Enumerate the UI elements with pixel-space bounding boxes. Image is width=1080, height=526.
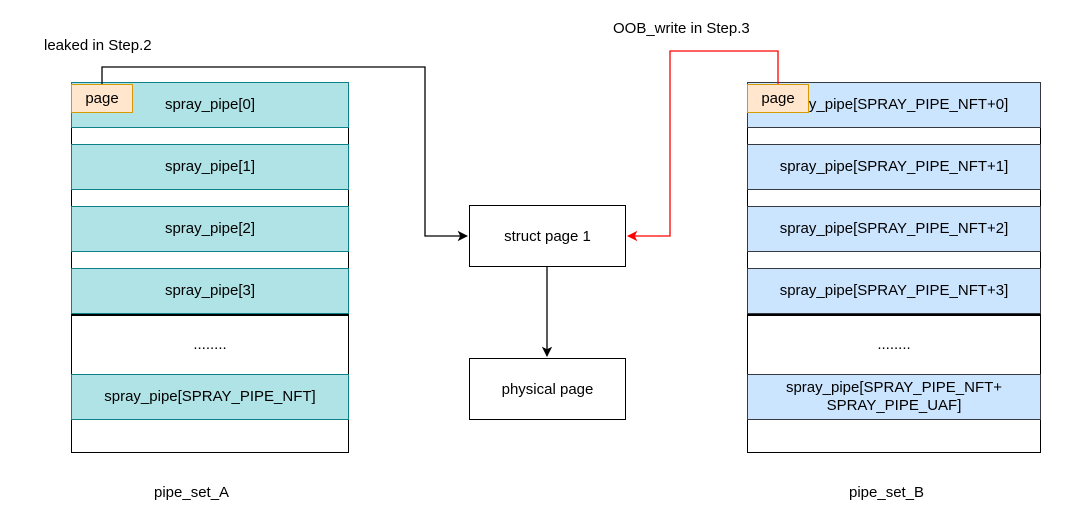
leaked-label: leaked in Step.2 bbox=[44, 37, 152, 54]
pipe-set-a-cell: spray_pipe[1] bbox=[71, 144, 349, 190]
pipe-set-a-cell: spray_pipe[2] bbox=[71, 206, 349, 252]
pipe-set-a-cell: spray_pipe[SPRAY_PIPE_NFT] bbox=[71, 374, 349, 420]
pipe-set-b-ellipsis: ........ bbox=[877, 336, 911, 353]
pipe-set-b-cell: spray_pipe[SPRAY_PIPE_NFT+1] bbox=[747, 144, 1041, 190]
pipe-set-a-label: pipe_set_A bbox=[154, 484, 230, 501]
leak-arrow bbox=[101, 66, 469, 242]
struct-page-node: struct page 1 bbox=[469, 205, 626, 267]
pipe-set-a-ellipsis: ........ bbox=[193, 336, 227, 353]
page-badge-b: page bbox=[747, 84, 809, 113]
pipe-set-a-divider bbox=[71, 314, 349, 316]
physical-page-node: physical page bbox=[469, 358, 626, 420]
pipe-set-b-cell: spray_pipe[SPRAY_PIPE_NFT+3] bbox=[747, 268, 1041, 314]
oob-write-arrow bbox=[626, 50, 779, 242]
oob-write-label: OOB_write in Step.3 bbox=[613, 20, 750, 37]
pipe-set-b-cell: spray_pipe[SPRAY_PIPE_NFT+2] bbox=[747, 206, 1041, 252]
pipe-set-b-label: pipe_set_B bbox=[849, 484, 925, 501]
pipe-set-b-cell: spray_pipe[SPRAY_PIPE_NFT+ SPRAY_PIPE_UA… bbox=[747, 374, 1041, 420]
pipe-set-b-divider bbox=[747, 314, 1041, 316]
pipe-set-a-cell: spray_pipe[3] bbox=[71, 268, 349, 314]
page-badge-a: page bbox=[71, 84, 133, 113]
